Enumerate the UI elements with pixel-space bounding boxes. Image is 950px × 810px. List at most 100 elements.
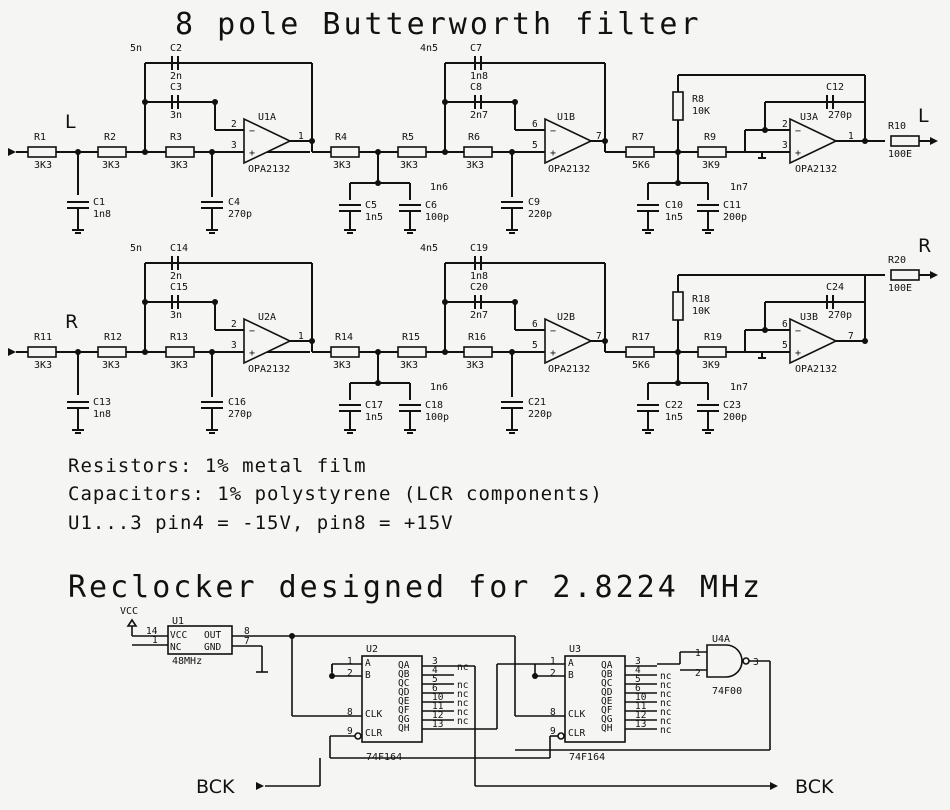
oscillator-frequency: 48MHz xyxy=(172,656,202,667)
label: 5K6 xyxy=(632,160,650,171)
resistor-name: R11 xyxy=(34,332,52,343)
shift-register-type: 74F164 xyxy=(569,752,605,763)
label: C18 xyxy=(425,400,443,411)
label: R8 xyxy=(692,94,704,105)
label: nc xyxy=(457,716,468,727)
right-channel-label: R xyxy=(65,311,78,333)
label: C12 xyxy=(826,82,844,93)
label: 2 xyxy=(231,119,237,130)
label: 3 xyxy=(231,340,237,351)
resistor-right-r6 xyxy=(463,346,493,358)
minus-sign: − xyxy=(249,126,255,137)
capacitor-left-c5 xyxy=(339,204,361,212)
label: 12 xyxy=(432,710,443,721)
opamp-ref: U2A xyxy=(258,312,276,323)
bck-input-arrow xyxy=(256,782,264,790)
label: 2n7 xyxy=(470,110,488,121)
label: C4 xyxy=(228,197,240,208)
label: R15 xyxy=(402,332,420,343)
label: 3K3 xyxy=(102,360,120,371)
resistor-left-r3 xyxy=(165,146,195,158)
label: 10 xyxy=(432,692,444,703)
junction-dot xyxy=(602,338,608,344)
label: C23 xyxy=(723,400,741,411)
label: 1n8 xyxy=(470,271,488,282)
minus-sign: − xyxy=(550,126,556,137)
label: R6 xyxy=(468,132,480,143)
label: 7 xyxy=(244,636,250,647)
output-arrow xyxy=(930,137,938,145)
label: 3K3 xyxy=(333,360,351,371)
label: 6 xyxy=(532,319,538,330)
label: QG xyxy=(398,714,410,725)
opamp-type: OPA2132 xyxy=(795,364,837,375)
ground-symbol xyxy=(702,429,714,434)
ground-symbol xyxy=(506,229,518,234)
label: 1n5 xyxy=(665,212,683,223)
ground-symbol xyxy=(506,429,518,434)
opamp-type: OPA2132 xyxy=(548,364,590,375)
junction-dot xyxy=(602,138,608,144)
label: R10 xyxy=(888,121,906,132)
capacitor-right-c11 xyxy=(697,404,719,412)
label: 5 xyxy=(782,340,788,351)
label: QH xyxy=(601,723,613,734)
label: 3K3 xyxy=(400,360,418,371)
label: B xyxy=(365,670,371,681)
label: CLK xyxy=(568,709,585,720)
label: C13 xyxy=(93,397,111,408)
label: C5 xyxy=(365,200,377,211)
ground-symbol xyxy=(404,429,416,434)
capacitor-right-c12 xyxy=(826,295,834,309)
capacitor-right-c4 xyxy=(201,401,223,409)
label: C3 xyxy=(170,82,182,93)
label: 100E xyxy=(888,149,912,160)
label: 2n7 xyxy=(470,310,488,321)
capacitor-right-c5 xyxy=(339,404,361,412)
label: 3 xyxy=(782,140,788,151)
capacitor-right-c10 xyxy=(637,404,659,412)
capacitor-left-c12 xyxy=(826,95,834,109)
opamp-ref: U3B xyxy=(800,312,818,323)
label: 10 xyxy=(635,692,647,703)
capacitor-right-c6 xyxy=(399,404,421,412)
label: 270p xyxy=(828,110,852,121)
shift-register-shift1 xyxy=(361,655,423,743)
label: R20 xyxy=(888,255,906,266)
left-channel-filter: LR13K3C11n8R23K3C22n5nC33nR33K3C4270p−+U… xyxy=(8,43,938,234)
label: 13 xyxy=(635,719,646,730)
shift-register-ref: U2 xyxy=(366,644,378,655)
plus-sign: + xyxy=(550,348,556,359)
label: 3 xyxy=(231,140,237,151)
note-capacitors: Capacitors: 1% polystyrene (LCR componen… xyxy=(68,483,603,505)
label: 5 xyxy=(532,140,538,151)
label: 1n8 xyxy=(470,71,488,82)
label: nc xyxy=(660,671,671,682)
left-channel-label: L xyxy=(65,111,76,133)
ground-symbol xyxy=(72,429,84,434)
resistor-left-r6 xyxy=(463,146,493,158)
label: GND xyxy=(204,642,221,653)
label: R4 xyxy=(335,132,347,143)
label: 3K3 xyxy=(466,160,484,171)
label: 6 xyxy=(532,119,538,130)
label: nc xyxy=(660,725,671,736)
label: 3 xyxy=(753,657,759,668)
nand-gate-u4a xyxy=(706,644,743,678)
label: 100p xyxy=(425,212,449,223)
capacitor-right-c2 xyxy=(171,256,179,270)
label: 1 xyxy=(347,656,353,667)
capacitor-left-c1 xyxy=(67,201,89,209)
label: nc xyxy=(660,698,671,709)
label: 6 xyxy=(782,319,788,330)
capacitor-right-c7 xyxy=(474,256,482,270)
minus-sign: − xyxy=(795,126,801,137)
inversion-bubble xyxy=(557,732,565,740)
label: 1 xyxy=(848,131,854,142)
label: nc xyxy=(457,662,468,673)
label: 13 xyxy=(432,719,443,730)
bck-input-label: BCK xyxy=(196,776,235,798)
schematic-title: 8 pole Butterworth filter xyxy=(175,7,702,42)
label: 220p xyxy=(528,409,552,420)
label: 11 xyxy=(432,701,444,712)
